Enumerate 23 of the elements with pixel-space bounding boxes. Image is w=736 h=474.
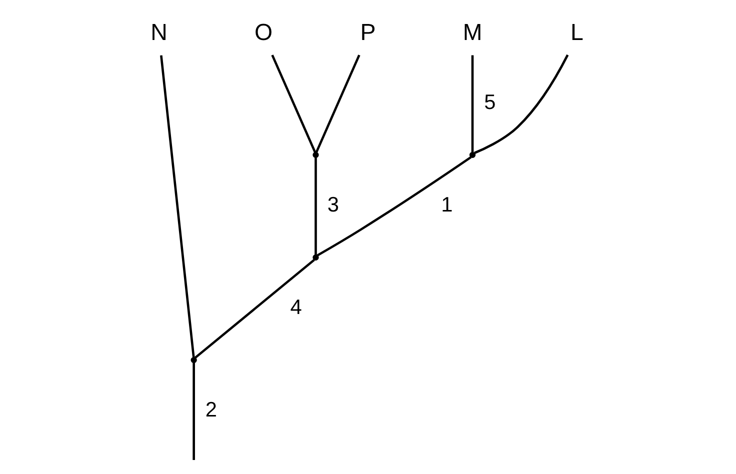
connector	[315, 54, 360, 153]
edge-label: 4	[290, 296, 302, 319]
connector	[160, 55, 195, 358]
edge-label: 5	[484, 90, 496, 114]
node-point	[312, 152, 319, 158]
node-point	[312, 254, 319, 261]
node-point	[469, 152, 476, 158]
edge-label: 3	[327, 193, 339, 216]
connector	[471, 55, 474, 152]
node-text: N	[150, 18, 168, 45]
connector	[314, 158, 317, 255]
node-text: M	[462, 18, 482, 45]
node-text: P	[360, 18, 376, 45]
edge-label: 2	[205, 398, 218, 422]
connector	[192, 362, 195, 460]
connector	[271, 54, 316, 153]
node-text: L	[570, 18, 584, 45]
connector	[316, 156, 472, 256]
edge-label: 1	[441, 193, 453, 216]
connector	[474, 54, 569, 154]
connector	[194, 259, 315, 359]
node-text: O	[254, 18, 273, 45]
node-point	[190, 356, 197, 364]
